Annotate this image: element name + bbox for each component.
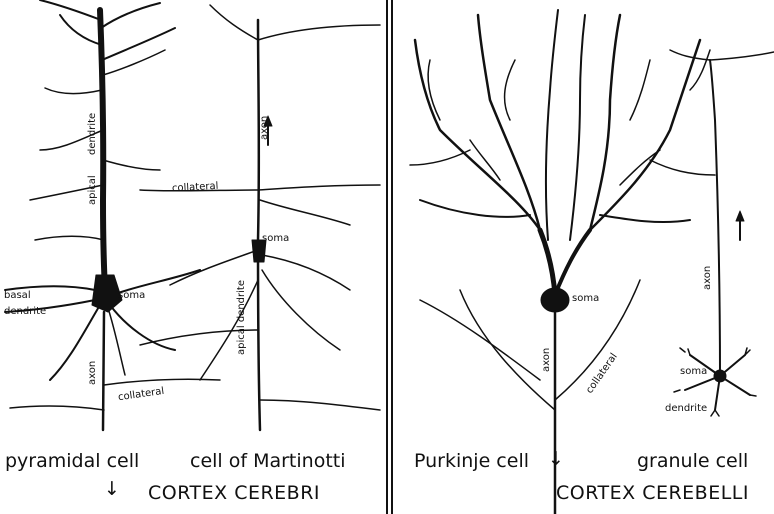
label-basal-dendrite: dendrite bbox=[4, 307, 46, 317]
purkinje-cell bbox=[410, 10, 715, 514]
down-arrow-cerebelli: ↓ bbox=[548, 450, 564, 469]
label-granule-dendrite: dendrite bbox=[665, 404, 707, 414]
caption-cortex-cerebelli: CORTEX CEREBELLI bbox=[556, 484, 749, 503]
up-arrow-granule bbox=[736, 211, 744, 240]
label-martinotti-apical-dendrite: apical dendrite bbox=[237, 280, 247, 355]
caption-cortex-cerebri: CORTEX CEREBRI bbox=[148, 484, 320, 503]
granule-soma bbox=[714, 370, 726, 382]
label-pyramidal-soma: soma bbox=[118, 291, 145, 301]
granule-cell bbox=[670, 50, 774, 416]
caption-martinotti-cell: cell of Martinotti bbox=[190, 452, 346, 471]
pyramidal-cell bbox=[5, 0, 220, 430]
label-basal: basal bbox=[4, 291, 31, 301]
label-apical-dendrite: dendrite bbox=[88, 113, 98, 155]
label-apical: apical bbox=[88, 175, 98, 205]
label-purkinje-soma: soma bbox=[572, 294, 599, 304]
caption-pyramidal-cell: pyramidal cell bbox=[5, 452, 139, 471]
label-purkinje-axon: axon bbox=[542, 348, 552, 372]
label-pyramidal-axon: axon bbox=[88, 361, 98, 385]
martinotti-cell bbox=[140, 5, 380, 430]
label-martinotti-soma: soma bbox=[262, 234, 289, 244]
purkinje-soma bbox=[541, 288, 569, 312]
down-arrow-cerebri: ↓ bbox=[104, 480, 120, 499]
label-martinotti-axon: axon bbox=[260, 116, 270, 140]
caption-granule-cell: granule cell bbox=[637, 452, 748, 471]
caption-purkinje-cell: Purkinje cell bbox=[414, 452, 529, 471]
label-granule-axon: axon bbox=[703, 266, 713, 290]
label-granule-soma: soma bbox=[680, 367, 707, 377]
